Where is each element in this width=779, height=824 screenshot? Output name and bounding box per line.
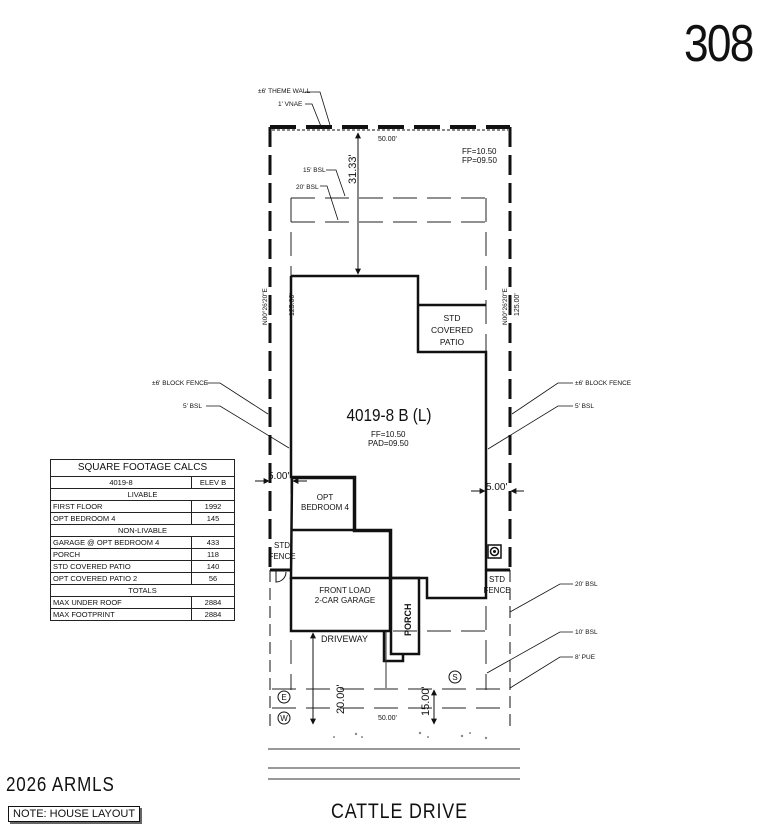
std-fence-left-label-1: STD [274,541,290,550]
right-length-label: 125.00' [514,293,521,316]
table-row: OPT BEDROOM 4 145 [50,512,235,525]
theme-wall-label: ±6' THEME WALL [258,88,311,95]
row-value: 140 [191,560,235,573]
dimension-arrows [255,132,524,725]
bsl-5-right-label: 5' BSL [575,403,594,410]
table-row: GARAGE @ OPT BEDROOM 4 433 [50,536,235,549]
vnae-label: 1' VNAE [278,101,303,108]
rear-setback-label: 31.33' [347,154,359,184]
row-value: 2884 [191,596,235,609]
table-col-model: 4019-8 [50,476,192,489]
table-row: OPT COVERED PATIO 2 56 [50,572,235,585]
table-section-totals: TOTALS [50,584,235,597]
bsl-15-label: 15' BSL [303,167,326,174]
table-row: MAX FOOTPRINT 2884 [50,608,235,621]
pue-8-label: 8' PUE [575,654,596,661]
leader-lines [206,91,573,689]
row-value: 56 [191,572,235,585]
lot-boundary [268,125,512,730]
porch-label: PORCH [403,603,413,636]
marker-e: E [281,693,286,702]
side-right-label: 5.00' [486,482,507,493]
table-row: PORCH 118 [50,548,235,561]
std-fence-right-label-2: FENCE [483,586,510,595]
row-value: 2884 [191,608,235,621]
std-fence-right-label-1: STD [489,575,505,584]
block-fence-left-label: ±6' BLOCK FENCE [152,380,209,387]
front-15-label: 15.00' [420,686,432,716]
opt-bedroom-label-2: BEDROOM 4 [301,503,350,512]
driveway-label: DRIVEWAY [321,634,368,644]
right-bearing-label: N00°26'20"E [501,287,509,325]
marker-w: W [280,714,288,723]
side-left-label: 5.00' [268,471,289,482]
copyright-watermark: 2026 ARMLS [6,774,115,796]
street-lines [268,748,520,780]
front-20-label: 20.00' [335,684,347,714]
bsl-10-label: 10' BSL [575,629,598,636]
top-width-label: 50.00' [378,136,397,143]
row-label: MAX UNDER ROOF [50,596,192,609]
square-footage-table: SQUARE FOOTAGE CALCS 4019-8 ELEV B LIVAB… [50,459,235,621]
patio-label-1: STD [444,313,461,323]
row-label: GARAGE @ OPT BEDROOM 4 [50,536,192,549]
lot-number: 308 [684,15,754,73]
row-value: 433 [191,536,235,549]
bsl-20-top-label: 20' BSL [296,184,319,191]
lot-ff-label: FF=10.50 [462,147,497,156]
lot-fp-label: FP=09.50 [462,156,497,165]
table-section-livable: LIVABLE [50,488,235,501]
row-label: OPT COVERED PATIO 2 [50,572,192,585]
house-ff-label: FF=10.50 [371,430,406,439]
utility-markers [277,670,462,725]
block-fence-right-label: ±6' BLOCK FENCE [575,380,632,387]
table-row: FIRST FLOOR 1992 [50,500,235,513]
row-label: MAX FOOTPRINT [50,608,192,621]
opt-bedroom-label-1: OPT [317,493,334,502]
bottom-width-label: 50.00' [378,715,397,722]
house-pad-label: PAD=09.50 [368,439,409,448]
street-name: CATTLE DRIVE [331,800,468,823]
table-row: STD COVERED PATIO 140 [50,560,235,573]
table-section-nonlivable: NON-LIVABLE [50,524,235,537]
row-label: FIRST FLOOR [50,500,192,513]
row-value: 145 [191,512,235,525]
bsl-20-bottom-label: 20' BSL [575,581,598,588]
marker-s: S [452,673,457,682]
row-label: OPT BEDROOM 4 [50,512,192,525]
left-length-label: 125.00' [289,293,296,316]
table-title: SQUARE FOOTAGE CALCS [50,459,235,477]
bsl-5-left-label: 5' BSL [183,403,202,410]
garage-label-1: FRONT LOAD [319,586,371,595]
row-label: STD COVERED PATIO [50,560,192,573]
ac-unit [487,544,502,559]
table-col-elev: ELEV B [191,476,235,489]
row-value: 1992 [191,500,235,513]
gate-swing [275,571,287,583]
left-bearing-label: N00°26'20"E [261,287,269,325]
row-value: 118 [191,548,235,561]
note-box: NOTE: HOUSE LAYOUT [8,806,141,822]
std-fence-left-label-2: FENCE [268,552,295,561]
landscape-marks [333,731,488,740]
patio-label-2: COVERED [431,325,473,335]
house-model-label: 4019-8 B (L) [347,405,432,425]
row-label: PORCH [50,548,192,561]
garage-label-2: 2-CAR GARAGE [315,596,375,605]
house-footprint [289,274,488,663]
table-row: MAX UNDER ROOF 2884 [50,596,235,609]
patio-label-3: PATIO [440,337,465,347]
